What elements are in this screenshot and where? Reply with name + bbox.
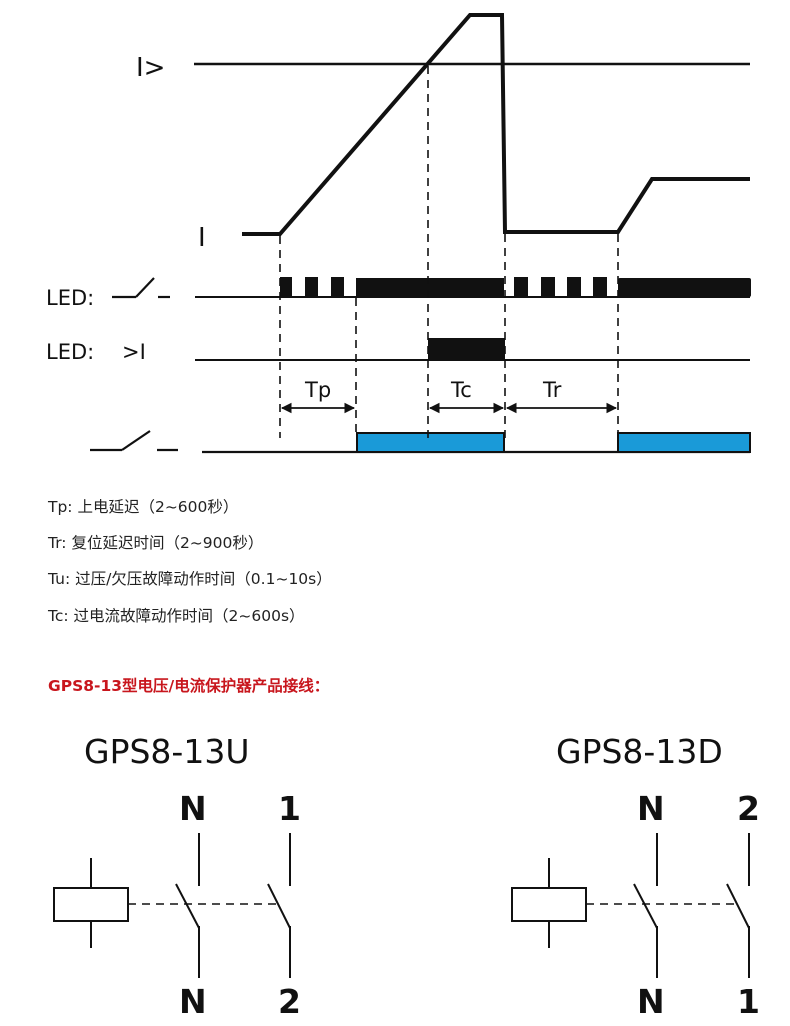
terminal-bottom-1-right: 1 [737, 982, 760, 1021]
wiring-title: GPS8-13型电压/电流保护器产品接线： [48, 676, 329, 695]
note-tc: Tc: 过电流故障动作时间（2~600s） [47, 607, 305, 625]
led-overcurrent-label: LED: [46, 340, 94, 364]
contact-switch [267, 883, 291, 929]
relay-on-block [356, 432, 505, 453]
coil-box [53, 887, 129, 922]
note-tu: Tu: 过压/欠压故障动作时间（0.1~10s） [47, 570, 332, 588]
interval-label-tc: Tc [450, 378, 472, 402]
led-contact-pulses [280, 277, 751, 297]
contact-symbol-small [112, 277, 170, 299]
relay-on-block [617, 432, 751, 453]
wiring-left: GPS8-13U N 1 N 2 [53, 732, 301, 1021]
interval-label-tp: Tp [304, 378, 331, 402]
model-label-left: GPS8-13U [84, 732, 249, 771]
led-overcurrent-suffix: >I [122, 340, 146, 364]
parameter-notes: Tp: 上电延迟（2~600秒） Tr: 复位延迟时间（2~900秒） Tu: … [47, 498, 332, 625]
contact-switch [175, 883, 200, 929]
note-tp: Tp: 上电延迟（2~600秒） [47, 498, 238, 516]
terminal-bottom-n-right: N [637, 982, 665, 1021]
terminal-bottom-n-left: N [179, 982, 207, 1021]
contact-switch [726, 883, 750, 929]
current-waveform [242, 13, 750, 236]
timing-diagram: I> I LED: LED: >I [46, 13, 751, 454]
note-tr: Tr: 复位延迟时间（2~900秒） [47, 534, 263, 552]
led-overcurrent-pulse [428, 338, 505, 360]
contact-symbol-relay [90, 430, 178, 452]
terminal-top-n-right: N [637, 789, 665, 828]
interval-label-tr: Tr [542, 378, 562, 402]
wiring-right: GPS8-13D N 2 N 1 [511, 732, 760, 1021]
led-contact-label: LED: [46, 286, 94, 310]
terminal-top-2-right: 2 [737, 789, 760, 828]
terminal-bottom-2-left: 2 [278, 982, 301, 1021]
current-label: I [198, 223, 206, 253]
terminal-top-n-left: N [179, 789, 207, 828]
coil-box [511, 887, 587, 922]
terminal-top-1-left: 1 [278, 789, 301, 828]
time-guides [279, 66, 619, 438]
threshold-label: I> [136, 53, 165, 83]
model-label-right: GPS8-13D [556, 732, 723, 771]
contact-switch [633, 883, 658, 929]
